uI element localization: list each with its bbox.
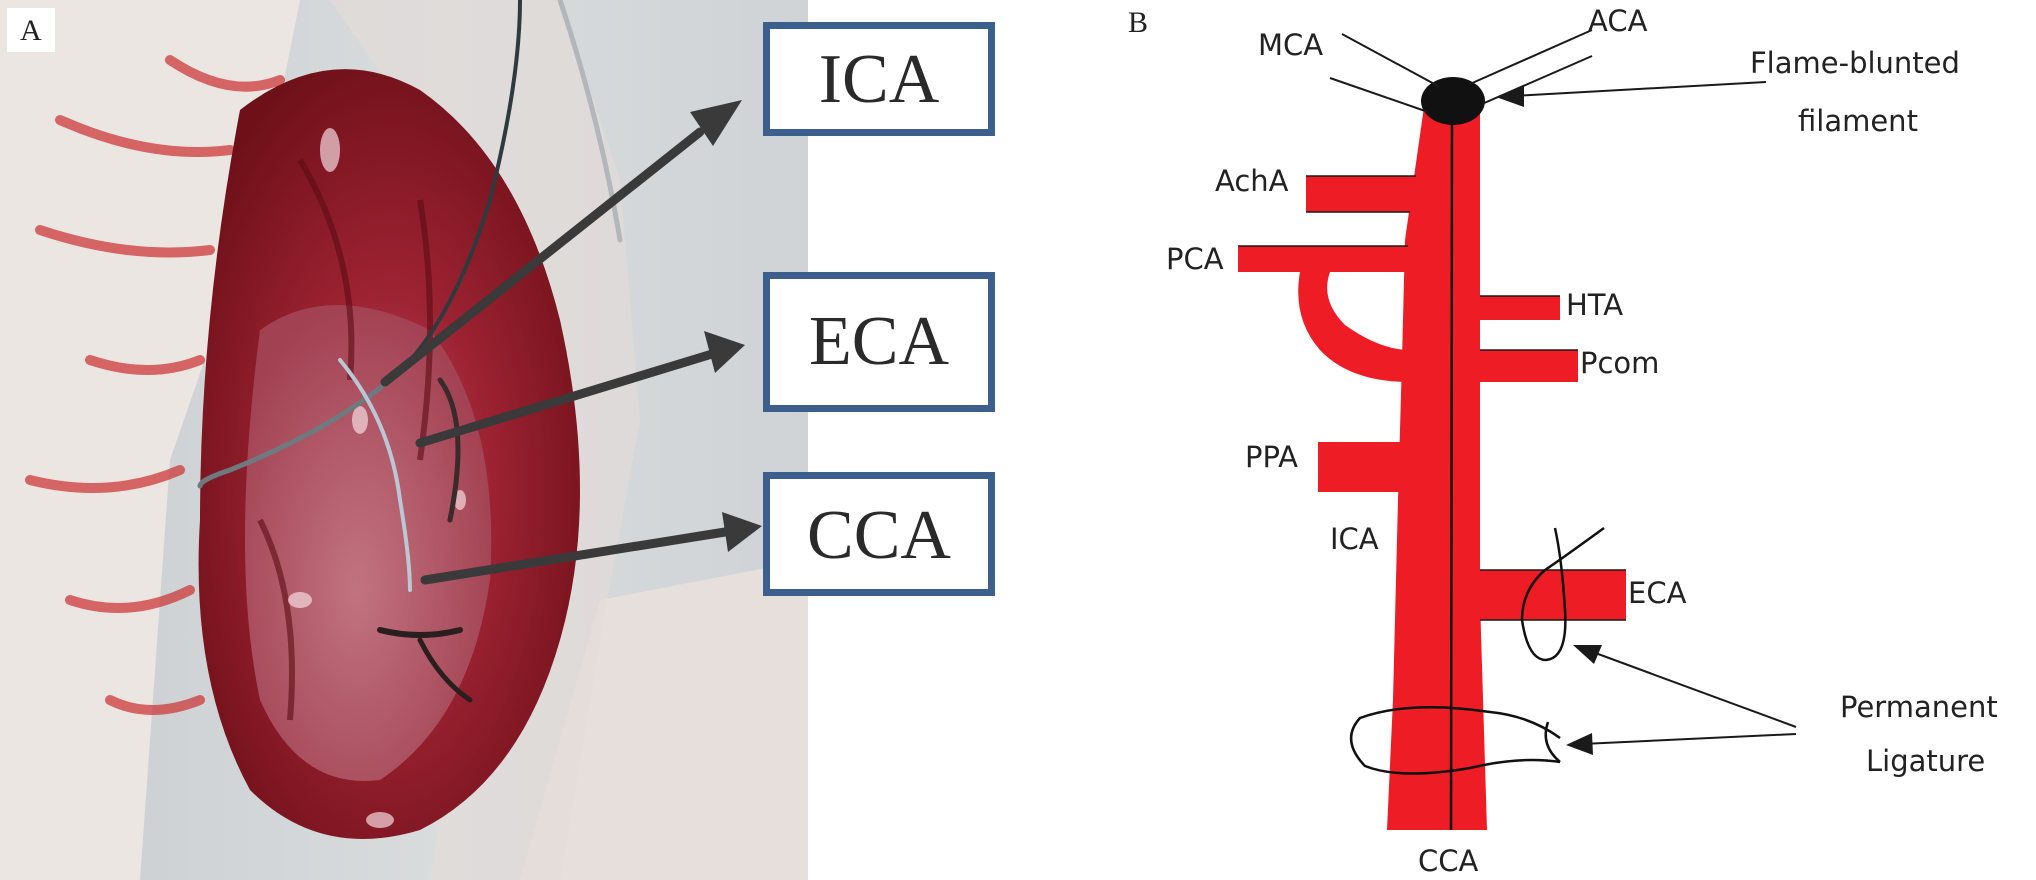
eca-branch (1480, 570, 1626, 620)
pca-loop (1298, 272, 1410, 382)
ligature-pointers (1566, 645, 1797, 755)
panel-a-letter: A (20, 14, 42, 47)
acha-branch (1306, 176, 1416, 212)
label-hta: HTA (1566, 288, 1624, 322)
artery-schematic (1238, 29, 1797, 831)
artery-shapes (1238, 100, 1626, 830)
label-box-eca (763, 272, 995, 412)
panel-b-letter: B (1128, 6, 1149, 39)
label-ligature-line2: Ligature (1866, 744, 1986, 778)
label-box-ica (763, 22, 995, 136)
label-eca: ECA (809, 303, 949, 380)
label-pcom: Pcom (1580, 346, 1660, 380)
hta-branch (1478, 296, 1560, 320)
filament-tip (1421, 77, 1485, 125)
label-ligature-line1: Permanent (1840, 690, 1998, 724)
filament-line (1449, 107, 1454, 831)
panel-a-letter-box: A (7, 8, 55, 52)
arrowhead-eca (704, 331, 745, 373)
photo-arrows (380, 127, 730, 585)
label-aca: ACA (1588, 4, 1648, 38)
artery-edges (1238, 175, 1626, 621)
ica-trunk (1387, 100, 1487, 830)
label-cca: CCA (1418, 844, 1479, 878)
label-ica: ICA (818, 41, 940, 118)
eca-ligature (1520, 526, 1605, 662)
label-ppa: PPA (1245, 440, 1298, 474)
label-pca: PCA (1166, 242, 1224, 276)
arrowhead-cca (722, 512, 762, 552)
ppa-branch (1318, 442, 1406, 492)
surgical-photo (0, 0, 808, 880)
flame-pointer (1496, 81, 1767, 107)
cca-ligature (1350, 705, 1561, 775)
pca-branch (1238, 246, 1408, 272)
label-flame-line1: Flame-blunted (1750, 46, 1960, 80)
ligatures (1350, 526, 1605, 775)
label-flame-line2: filament (1798, 104, 1918, 138)
label-cca: CCA (807, 497, 951, 574)
label-box-cca (763, 472, 995, 596)
arrowhead-ica (690, 100, 742, 146)
label-ica: ICA (1330, 522, 1379, 556)
label-mca: MCA (1258, 28, 1324, 62)
pcom-branch (1478, 350, 1578, 382)
panel-a-photo: A (0, 0, 995, 880)
label-eca: ECA (1628, 576, 1687, 610)
label-acha: AchA (1215, 164, 1289, 198)
